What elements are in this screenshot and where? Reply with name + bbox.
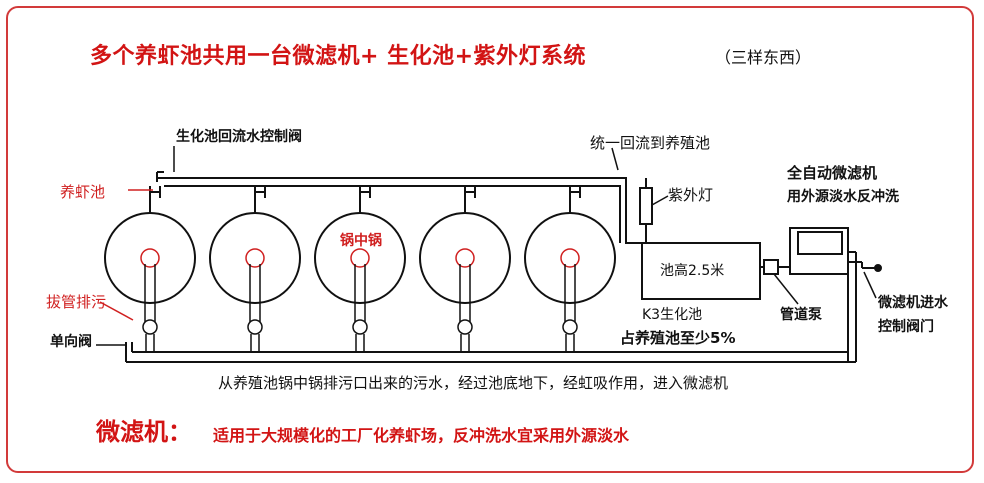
- center-drain: [455, 248, 475, 268]
- drain-pipe: [564, 264, 576, 329]
- uv-lamp-label: 紫外灯: [668, 186, 714, 204]
- center-drain: [560, 248, 580, 268]
- drain-pipe: [354, 264, 366, 329]
- return-pipe-outer: [156, 172, 642, 244]
- check-valve-label: 单向阀: [50, 334, 92, 350]
- drain-pipe: [249, 264, 261, 329]
- shrimp-pond: [209, 212, 301, 304]
- shrimp-pond: [419, 212, 511, 304]
- auto-filter-label: 全自动微滤机: [787, 164, 878, 182]
- check-valve: [142, 319, 158, 335]
- shrimp-pond: [314, 212, 406, 304]
- check-valve: [562, 319, 578, 335]
- center-drain: [245, 248, 265, 268]
- ratio-label: 占养殖池至少5%: [620, 329, 736, 347]
- uv-lamp-shape: [639, 187, 653, 225]
- return-valve-label: 生化池回流水控制阀: [176, 129, 302, 145]
- check-valve: [247, 319, 263, 335]
- unified-return-label: 统一回流到养殖池: [590, 134, 711, 152]
- pull-pipe-label: 拔管排污: [46, 293, 107, 311]
- inlet-valve-label-2: 控制阀门: [878, 319, 934, 335]
- drain-pipe: [144, 264, 156, 329]
- center-drain: [350, 248, 370, 268]
- center-pot-label: 锅中锅: [340, 233, 382, 249]
- shrimp-pond: [104, 212, 196, 304]
- return-pipe-inner: [164, 185, 621, 243]
- center-drain: [140, 248, 160, 268]
- bio-tank-shape: [641, 242, 761, 300]
- title-note: （三样东西）: [715, 48, 812, 67]
- backwash-label: 用外源淡水反冲洗: [787, 189, 899, 205]
- check-valve: [352, 319, 368, 335]
- shrimp-pond: [524, 212, 616, 304]
- check-valve: [457, 319, 473, 335]
- inlet-valve-label-1: 微滤机进水: [878, 295, 948, 311]
- flow-note: 从养殖池锅中锅排污口出来的污水，经过池底地下，经虹吸作用，进入微滤机: [218, 374, 729, 392]
- diagram-border: [6, 6, 974, 473]
- footer-title: 微滤机：: [96, 418, 192, 446]
- pump-label: 管道泵: [780, 307, 822, 323]
- footer-text: 适用于大规模化的工厂化养虾场，反冲洗水宜采用外源淡水: [213, 426, 630, 445]
- k3-bio-label: K3生化池: [642, 307, 703, 323]
- shrimp-pond-label: 养虾池: [60, 183, 106, 201]
- pond-height-label: 池高2.5米: [660, 263, 725, 279]
- drain-pipe: [459, 264, 471, 329]
- diagram-title: 多个养虾池共用一台微滤机+ 生化池+紫外灯系统: [90, 44, 587, 69]
- pump-shape: [763, 259, 779, 275]
